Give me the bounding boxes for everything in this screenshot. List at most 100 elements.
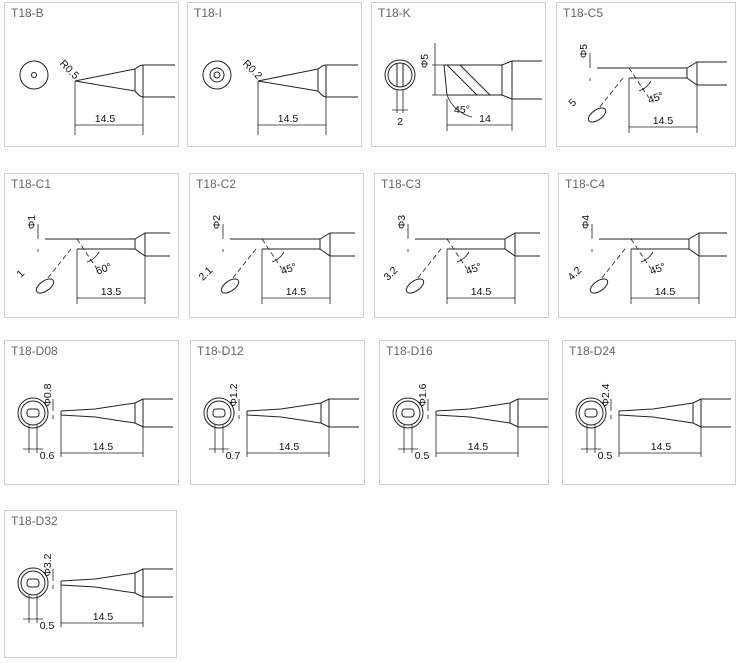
sleeve xyxy=(134,64,175,98)
thickness-dim xyxy=(209,425,229,453)
blade-profile xyxy=(246,402,322,424)
radius-label: R0.2 xyxy=(240,58,264,82)
bevel-face xyxy=(405,278,425,294)
sleeve xyxy=(501,60,542,100)
length-dim xyxy=(435,415,519,457)
bevel-face xyxy=(587,107,607,123)
tip-model-title: T18-I xyxy=(194,6,223,20)
tip-card: T18-D08 0.6 Φ0.8 14.5 xyxy=(4,340,179,485)
extension-lines xyxy=(257,81,327,135)
bevel-face xyxy=(589,278,609,294)
tip-drawing: 0.5 Φ2.4 14.5 xyxy=(575,383,731,462)
length-label: 14.5 xyxy=(471,286,492,298)
tip-drawing: 0.6 Φ0.8 14.5 xyxy=(17,383,173,462)
cone xyxy=(257,68,319,92)
tip-model-title: T18-C1 xyxy=(11,177,52,191)
length-dim xyxy=(628,78,698,133)
sleeve xyxy=(317,64,358,98)
tip-card: T18-I R0.2 14.5 xyxy=(187,2,362,147)
bevel-guide xyxy=(598,67,650,109)
width-label: 2 xyxy=(397,116,403,128)
sleeve xyxy=(692,398,731,428)
end-view-inner xyxy=(387,62,413,88)
diameter-label: Φ3.2 xyxy=(42,553,54,576)
sleeve xyxy=(686,61,727,86)
end-view-blade xyxy=(584,408,598,418)
tip-model-title: T18-D08 xyxy=(11,344,58,358)
diameter-label: Φ1 xyxy=(26,215,38,229)
blade-profile xyxy=(435,402,511,424)
thickness-dim xyxy=(23,425,43,453)
tip-model-title: T18-C3 xyxy=(381,177,422,191)
tip-model-title: T18-B xyxy=(11,6,44,20)
diameter-dim xyxy=(432,43,447,96)
length-dim xyxy=(76,249,146,304)
length-dim xyxy=(618,415,702,457)
tip-model-title: T18-C4 xyxy=(565,177,606,191)
extension-lines xyxy=(74,81,144,135)
angle-arc xyxy=(86,251,100,263)
sleeve xyxy=(688,232,727,257)
end-view-inner xyxy=(31,72,37,78)
cone xyxy=(74,68,136,92)
end-view-core xyxy=(213,71,221,79)
tip-drawing: Φ5 5 45° 14.5 xyxy=(567,44,727,133)
diameter-label: Φ4 xyxy=(580,215,592,229)
diameter-label: Φ5 xyxy=(578,44,590,58)
thickness-label: 0.5 xyxy=(40,620,55,632)
thickness-label: 0.7 xyxy=(226,450,241,462)
end-view-blade xyxy=(401,408,415,418)
thickness-label: 0.6 xyxy=(40,450,55,462)
end-view-outer xyxy=(202,60,232,90)
length-label: 14.5 xyxy=(651,441,672,453)
angle-label: 45° xyxy=(648,261,667,278)
radius-label: R0.5 xyxy=(57,58,81,82)
end-view-inner xyxy=(20,570,46,596)
length-dim xyxy=(60,585,144,627)
sleeve xyxy=(134,568,173,598)
diameter-label: Φ0.8 xyxy=(42,383,54,406)
length-dim xyxy=(446,99,513,131)
length-label: 14.5 xyxy=(93,441,114,453)
length-dim xyxy=(630,249,700,304)
tip-model-title: T18-D12 xyxy=(197,344,244,358)
bevel-guide xyxy=(600,238,652,280)
tip-model-title: T18-D32 xyxy=(11,514,58,528)
sleeve xyxy=(509,398,548,428)
angle-label: 45° xyxy=(454,104,470,116)
diameter-label: Φ2.4 xyxy=(600,383,612,406)
sleeve xyxy=(319,232,355,257)
sleeve xyxy=(320,398,359,428)
tip-model-title: T18-D16 xyxy=(386,344,433,358)
face-width-label: 5 xyxy=(567,96,580,109)
tip-drawing: R0.5 14.5 xyxy=(19,58,175,135)
thickness-dim xyxy=(581,425,601,453)
end-view-outer xyxy=(392,397,424,429)
tip-drawing: 0.5Φ3.214.5 xyxy=(17,553,173,632)
length-label: 14.5 xyxy=(278,113,299,125)
sleeve xyxy=(134,398,173,428)
face-width-label: 3.2 xyxy=(381,264,400,283)
angle-label: 45° xyxy=(646,90,665,107)
length-label: 14.5 xyxy=(279,441,300,453)
length-label: 14.5 xyxy=(95,113,116,125)
diameter-label: Φ5 xyxy=(419,54,431,68)
angle-label: 60° xyxy=(94,261,113,278)
angle-arc xyxy=(446,94,473,118)
angle-arc xyxy=(640,251,654,263)
thickness-label: 0.5 xyxy=(598,450,613,462)
length-dim xyxy=(261,249,331,304)
angle-arc xyxy=(456,251,470,263)
sleeve xyxy=(134,232,170,257)
angle-arc xyxy=(638,80,652,92)
end-view-outer xyxy=(17,567,49,599)
length-label: 14.5 xyxy=(653,115,674,127)
